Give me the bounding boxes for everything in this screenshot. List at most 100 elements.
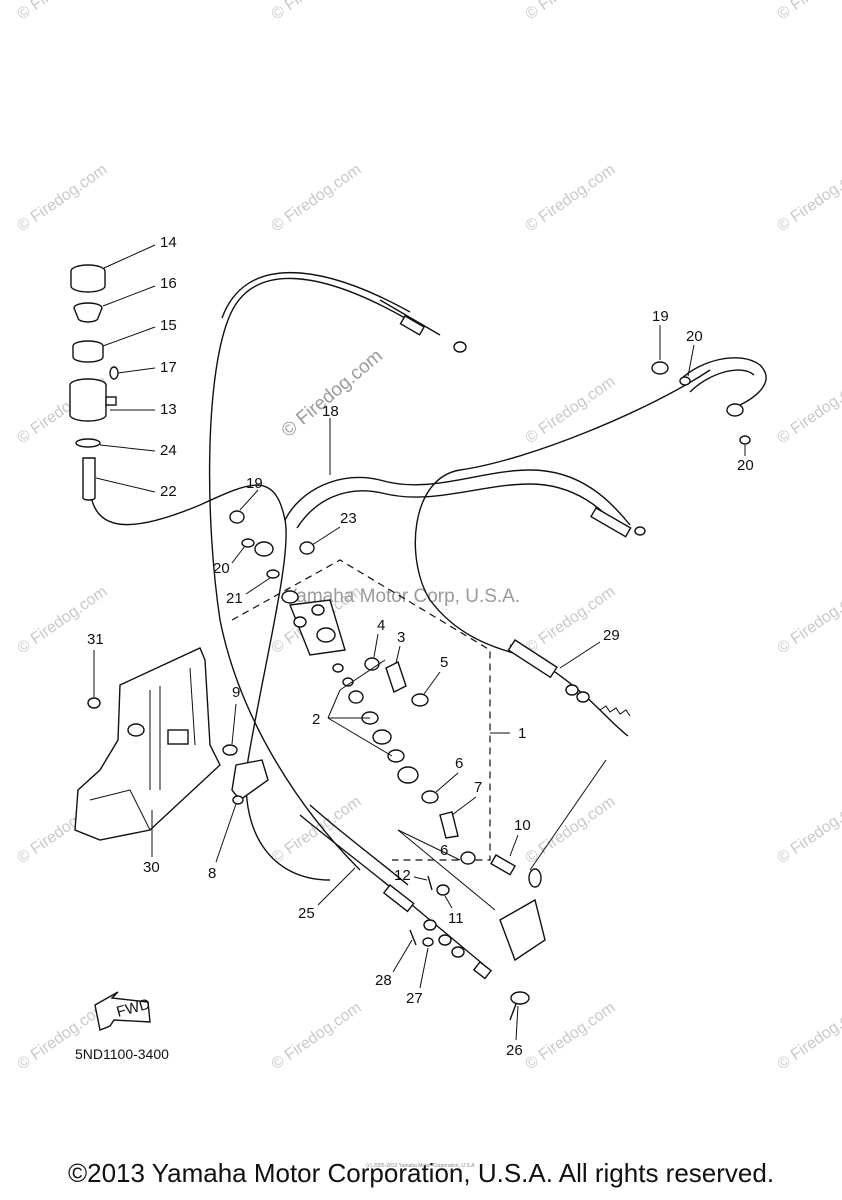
- washer-11: [436, 884, 450, 896]
- bolt-31: [87, 697, 101, 709]
- watermark: © Firedog.com: [523, 161, 619, 235]
- callout-20-right: 20: [737, 457, 754, 474]
- pin-26-shaft: [509, 1003, 517, 1021]
- watermark: © Firedog.com: [523, 373, 619, 447]
- watermark: © Firedog.com: [269, 793, 365, 867]
- watermark: © Firedog.com: [269, 0, 365, 23]
- watermark: © Firedog.com: [775, 999, 842, 1073]
- callout-26: 26: [506, 1042, 523, 1059]
- piston-part: [372, 729, 392, 745]
- callout-15: 15: [160, 317, 177, 334]
- hose-18-edge: [296, 483, 623, 534]
- washer-21: [266, 569, 280, 579]
- footer-copyright: ©2013 Yamaha Motor Corporation, U.S.A. A…: [67, 1158, 775, 1188]
- cable-29-spring: [599, 705, 631, 717]
- cylinder-boss: [316, 627, 336, 643]
- guide-line: [397, 829, 496, 911]
- cable-long: [414, 369, 711, 661]
- callout-30: 30: [143, 859, 160, 876]
- watermark: © Firedog.com: [523, 583, 619, 657]
- hose-22: [89, 479, 331, 881]
- plate-15-body: [72, 346, 104, 363]
- hose-18-fitting: [590, 507, 632, 538]
- callout-11: 11: [448, 910, 464, 927]
- pin-26: [510, 991, 530, 1005]
- part-code: 5ND1100-3400: [75, 1046, 169, 1062]
- cable-end-cap: [453, 341, 467, 353]
- link-line: [529, 759, 607, 871]
- banjo-bolt-19: [229, 510, 245, 524]
- banjo-fitting-left: [254, 541, 274, 557]
- cable-loop-outer: [208, 277, 406, 871]
- hose-18: [284, 469, 631, 526]
- callouts: 14 16 15 17 13 24 22 18 19 20 21 23 19 2…: [87, 234, 754, 1059]
- piston-part: [348, 690, 364, 704]
- callout-29: 29: [603, 627, 620, 644]
- watermark: © Firedog.com: [775, 793, 842, 867]
- guard-assembly: [74, 647, 269, 841]
- bracket-8: [231, 759, 269, 801]
- fwd-arrow: FWD: [94, 991, 152, 1031]
- callout-22: 22: [160, 483, 177, 500]
- watermark: © Firedog.com: [269, 999, 365, 1073]
- assembly-1-boundary: [231, 559, 491, 861]
- cable-29-nut: [565, 684, 579, 696]
- callout-12: 12: [394, 867, 411, 884]
- reservoir-13: [69, 385, 107, 422]
- callout-6-bottom: 6: [440, 842, 448, 859]
- guard-30: [74, 647, 221, 841]
- cable-29-housing: [507, 639, 558, 679]
- watermark: © Firedog.com: [15, 161, 111, 235]
- diaphragm-16-body: [73, 307, 103, 323]
- callout-21: 21: [226, 590, 243, 607]
- bolt-9: [222, 744, 238, 756]
- callout-7: 7: [474, 779, 482, 796]
- hose-right-edge: [689, 369, 755, 393]
- cotter-pin-28: [409, 929, 417, 946]
- cable-loop-inner: [221, 271, 411, 319]
- bracket-8-hole: [232, 795, 244, 805]
- piston-part: [332, 663, 344, 673]
- guard-boss: [127, 723, 145, 737]
- callout-4: 4: [377, 617, 385, 634]
- washer-20-right: [739, 435, 751, 445]
- fitting-23: [299, 541, 315, 555]
- watermark: © Firedog.com: [523, 0, 619, 23]
- bolt-10: [490, 854, 517, 876]
- fitting-3: [385, 661, 407, 693]
- watermark-grid: © Firedog.com © Firedog.com © Firedog.co…: [15, 0, 842, 1073]
- washer-20-top: [679, 376, 691, 386]
- watermark: © Firedog.com: [15, 0, 111, 23]
- o-ring-4: [364, 657, 380, 671]
- callout-24: 24: [160, 442, 177, 459]
- link-plate: [528, 868, 542, 888]
- cable-25-nut1: [423, 919, 437, 931]
- hose-18-tip: [634, 526, 646, 536]
- cable-25-edge: [309, 804, 409, 886]
- screw-17: [109, 366, 119, 380]
- reservoir-assembly: [69, 264, 119, 501]
- callout-17: 17: [160, 359, 177, 376]
- cable-end-top: [379, 299, 441, 336]
- clamp-24: [75, 438, 101, 448]
- callout-28: 28: [375, 972, 392, 989]
- center-watermark: Yamaha Motor Corp, U.S.A.: [285, 586, 520, 607]
- cotter-pin-12: [427, 875, 433, 891]
- callout-19-right: 19: [652, 308, 669, 325]
- cable-29-nut2: [576, 691, 590, 703]
- watermark: © Firedog.com: [523, 793, 619, 867]
- nut-6: [421, 790, 439, 804]
- cap-14-body: [70, 271, 106, 293]
- watermark: © Firedog.com: [775, 0, 842, 23]
- callout-14: 14: [160, 234, 177, 251]
- callout-8: 8: [208, 865, 216, 882]
- callout-20-top: 20: [686, 328, 703, 345]
- cylinder-mount: [311, 604, 325, 616]
- cable-fitting: [399, 315, 426, 336]
- callout-31: 31: [87, 631, 104, 648]
- boot: [397, 766, 419, 784]
- watermark: © Firedog.com: [775, 373, 842, 447]
- watermark: © Firedog.com: [523, 999, 619, 1073]
- callout-13: 13: [160, 401, 177, 418]
- cylinder-bore: [293, 616, 307, 628]
